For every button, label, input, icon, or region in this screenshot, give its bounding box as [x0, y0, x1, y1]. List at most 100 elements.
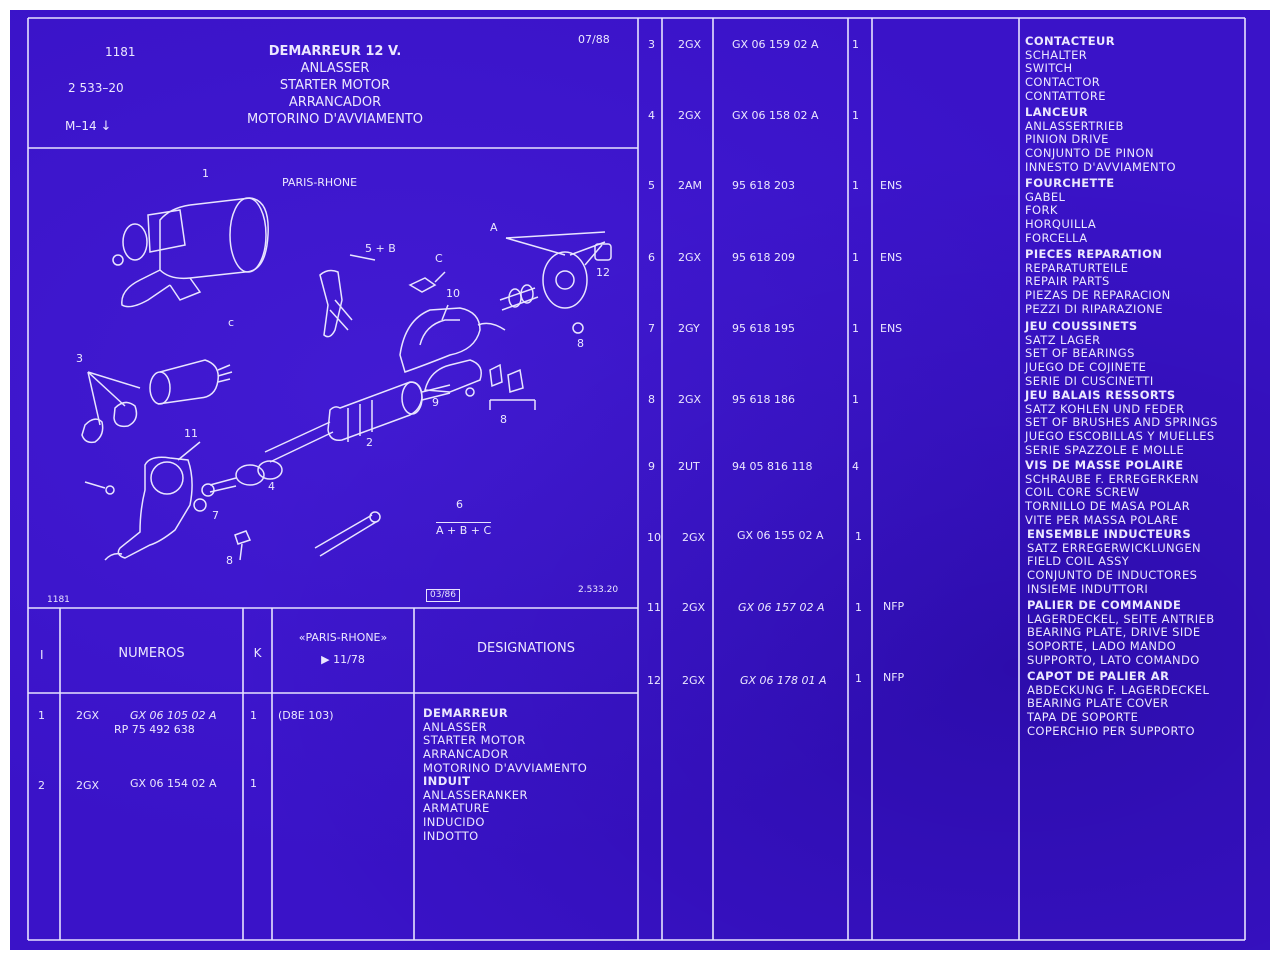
- row-code: 2GX: [682, 531, 706, 544]
- designation-it: CONTATTORE: [1025, 88, 1106, 103]
- designation-de: ANLASSER: [423, 719, 488, 734]
- starter-motor-drawing: [112, 197, 269, 308]
- row-item: 12: [647, 674, 661, 687]
- row-part-number: GX 06 159 02 A: [732, 38, 819, 51]
- designation-en: SWITCH: [1025, 61, 1073, 76]
- designation-fr: PALIER DE COMMANDE: [1027, 598, 1182, 612]
- title-line-3: STARTER MOTOR: [279, 78, 391, 93]
- designation-en: SET OF BRUSHES AND SPRINGS: [1025, 415, 1218, 430]
- row-code: 2GX: [678, 251, 702, 264]
- row-item: 6: [648, 251, 655, 264]
- designation-it: PEZZI DI RIPARAZIONE: [1025, 301, 1163, 316]
- callout-5b: 5 + B: [365, 242, 396, 255]
- designation-es: HORQUILLA: [1025, 217, 1097, 232]
- title-line-4: ARRANCADOR: [288, 95, 382, 110]
- row-quantity: 1: [250, 709, 257, 722]
- row-designations: CAPOT DE PALIER AR ABDECKUNG F. LAGERDEC…: [1027, 670, 1209, 739]
- designation-fr: LANCEUR: [1025, 105, 1089, 119]
- designation-en: BEARING PLATE COVER: [1027, 696, 1169, 711]
- designation-it: FORCELLA: [1025, 230, 1088, 245]
- designation-it: SERIE SPAZZOLE E MOLLE: [1025, 442, 1185, 457]
- callout-8a: 8: [226, 554, 233, 567]
- end-plate-drawing: [477, 231, 612, 334]
- designation-it: SERIE DI CUSCINETTI: [1025, 373, 1154, 388]
- row-part-number: 95 618 209: [732, 251, 795, 264]
- row-quantity: 1: [852, 322, 859, 335]
- row-quantity: 1: [852, 109, 859, 122]
- designation-fr: CONTACTEUR: [1025, 34, 1116, 48]
- diagram-footer-right: 2.533.20: [578, 585, 619, 595]
- row-item: 9: [648, 460, 655, 473]
- page-number: 1181: [105, 45, 136, 59]
- callout-4: 4: [268, 480, 275, 493]
- row-designations: FOURCHETTE GABEL FORK HORQUILLA FORCELLA: [1025, 176, 1115, 246]
- row-item: 5: [648, 179, 655, 192]
- diagram-footer-left: 1181: [47, 595, 70, 605]
- designation-fr: ENSEMBLE INDUCTEURS: [1027, 527, 1192, 541]
- designation-en: BEARING PLATE, DRIVE SIDE: [1027, 625, 1201, 640]
- row-part-number: GX 06 155 02 A: [737, 529, 824, 542]
- designation-de: SATZ KOHLEN UND FEDER: [1025, 401, 1185, 416]
- header-item: I: [40, 648, 44, 662]
- header-paris-rhone: «PARIS-RHONE»: [298, 631, 388, 644]
- row-part-number: GX 06 158 02 A: [732, 109, 819, 122]
- callout-12: 12: [596, 266, 610, 279]
- designation-de: SATZ LAGER: [1025, 332, 1101, 347]
- row-quantity: 1: [852, 393, 859, 406]
- designation-es: TORNILLO DE MASA POLAR: [1025, 499, 1191, 514]
- designation-fr: PIECES REPARATION: [1025, 247, 1163, 261]
- row-note: (D8E 103): [278, 709, 334, 722]
- row-code: 2UT: [678, 460, 700, 473]
- row-part-number: GX 06 105 02 A: [130, 709, 217, 722]
- row-quantity: 1: [852, 38, 859, 51]
- callout-11: 11: [184, 427, 198, 440]
- designation-es: CONTACTOR: [1025, 75, 1101, 90]
- manufacturer-label: PARIS-RHONE: [282, 176, 358, 189]
- row-note: NFP: [883, 600, 905, 613]
- brush-drawing: [408, 271, 446, 293]
- designation-en: FORK: [1025, 203, 1058, 218]
- title-line-5: MOTORINO D'AVVIAMENTO: [246, 112, 424, 127]
- designation-es: JUEGO ESCOBILLAS Y MUELLES: [1025, 429, 1215, 444]
- callout-1: 1: [202, 167, 209, 180]
- title-line-2: ANLASSER: [300, 61, 370, 76]
- model-reference: M–14 ↓: [65, 119, 112, 134]
- row-part-number: 94 05 816 118: [732, 460, 813, 473]
- row-code: 2GX: [682, 601, 706, 614]
- revision-date: 07/88: [578, 33, 610, 46]
- designation-en: STARTER MOTOR: [423, 733, 526, 748]
- row-item: 2: [38, 779, 45, 792]
- row-designations: PIECES REPARATION REPARATURTEILE REPAIR …: [1025, 247, 1171, 317]
- row-part-number: 95 618 186: [732, 393, 795, 406]
- designation-de: ANLASSERTRIEB: [1025, 118, 1124, 133]
- row-code: 2GX: [678, 109, 702, 122]
- row-code: 2GX: [682, 674, 706, 687]
- designation-fr: DEMARREUR: [423, 706, 509, 720]
- row-quantity: 1: [852, 179, 859, 192]
- row-designations: DEMARREUR ANLASSER STARTER MOTOR ARRANCA…: [423, 706, 587, 776]
- designation-fr: VIS DE MASSE POLAIRE: [1025, 458, 1184, 472]
- designation-it: INNESTO D'AVVIAMENTO: [1025, 159, 1176, 174]
- designation-it: COPERCHIO PER SUPPORTO: [1027, 723, 1195, 738]
- designation-fr: JEU BALAIS RESSORTS: [1025, 388, 1176, 402]
- armature-drawing: [264, 381, 451, 463]
- designation-es: ARRANCADOR: [423, 747, 509, 762]
- row-code: 2GX: [678, 393, 702, 406]
- brush-springs-drawing: [465, 363, 536, 410]
- row-code: 2GX: [76, 709, 100, 722]
- row-item: 11: [647, 601, 661, 614]
- row-item: 7: [648, 322, 655, 335]
- row-designations: ENSEMBLE INDUCTEURS SATZ ERREGERWICKLUNG…: [1027, 527, 1201, 597]
- row-quantity: 1: [855, 530, 862, 543]
- diagram-footer-date: 03/86: [426, 589, 460, 602]
- row-code: 2GX: [76, 779, 100, 792]
- designation-es: SOPORTE, LADO MANDO: [1027, 639, 1177, 654]
- designation-it: INSIEME INDUTTORI: [1027, 581, 1149, 596]
- row-note: ENS: [880, 251, 903, 264]
- designation-fr: FOURCHETTE: [1025, 176, 1115, 190]
- designation-en: REPAIR PARTS: [1025, 274, 1110, 289]
- callout-9: 9: [432, 396, 439, 409]
- row-designations: PALIER DE COMMANDE LAGERDECKEL, SEITE AN…: [1027, 598, 1215, 668]
- designation-es: TAPA DE SOPORTE: [1027, 710, 1139, 725]
- sheet-grid-lines: [27, 17, 1246, 941]
